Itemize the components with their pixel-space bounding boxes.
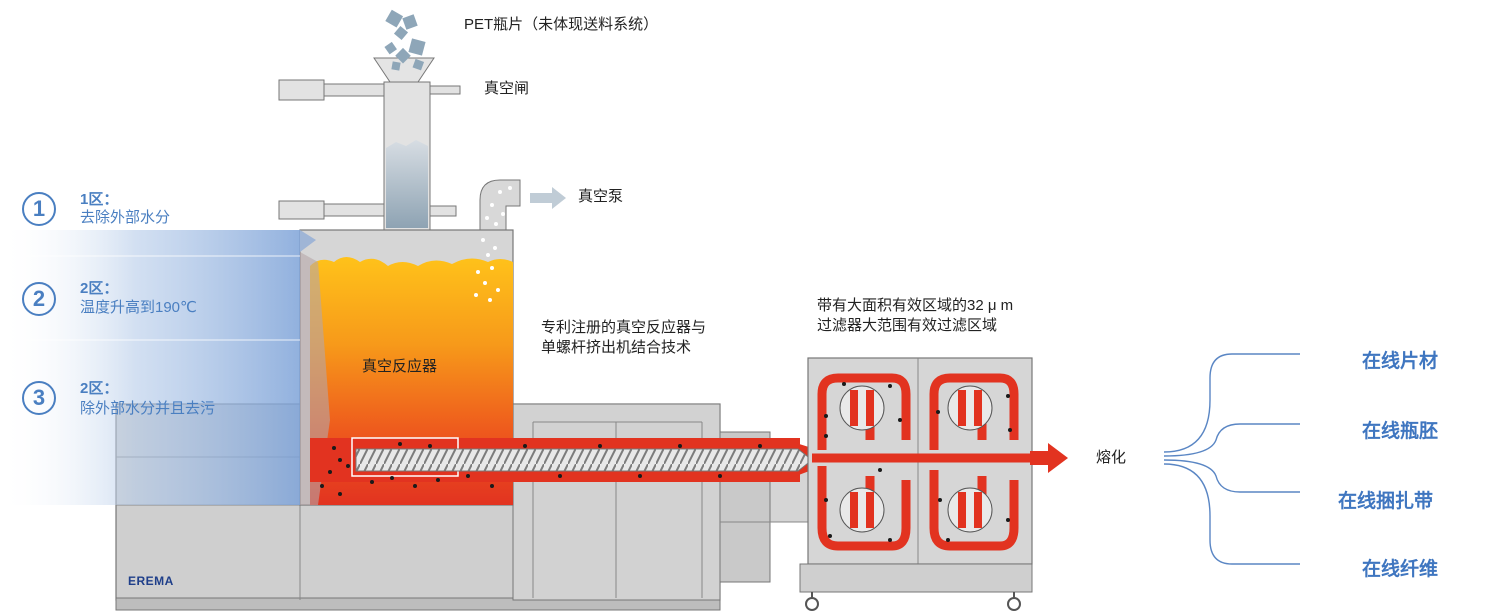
vacuum-pump-label: 真空泵: [578, 188, 624, 205]
application-preform: 在线瓶胚: [1362, 421, 1439, 442]
filter-label-line2: 过滤器大范围有效过滤区域: [817, 317, 998, 334]
zone-2-desc: 温度升高到190℃: [80, 299, 197, 316]
zone-1-title: 1区：: [80, 191, 119, 208]
erema-logo: EREMA: [128, 574, 174, 588]
zone-2-title: 2区：: [80, 280, 119, 297]
feed-chute: [278, 57, 461, 231]
zone-3-number-icon: 3: [22, 381, 56, 415]
zone-2-number-icon: 2: [22, 282, 56, 316]
application-sheet: 在线片材: [1362, 351, 1439, 372]
filter-label-line1: 带有大面积有效区域的32 μ m: [817, 297, 1014, 314]
zone-shading: [0, 230, 300, 505]
application-fiber: 在线纤维: [1362, 559, 1439, 580]
filter-unit: [799, 357, 1033, 611]
feed-label: PET瓶片（未体现送料系统）: [464, 16, 659, 33]
patent-label-line1: 专利注册的真空反应器与: [541, 319, 707, 336]
zone-1-number-icon: 1: [22, 192, 56, 226]
patent-label-line2: 单螺杆挤出机结合技术: [541, 339, 692, 356]
vacuum-pump-arrow: [530, 187, 566, 209]
zone-1-desc: 去除外部水分: [80, 209, 171, 226]
vacuum-lock-label: 真空闸: [484, 80, 530, 97]
application-strapping: 在线捆扎带: [1338, 491, 1434, 512]
reactor-label: 真空反应器: [362, 358, 438, 375]
distribution-lines: [1163, 353, 1300, 565]
zone-3-title: 2区：: [80, 380, 119, 397]
melt-label: 熔化: [1096, 449, 1127, 466]
zone-3-desc: 除外部水分并且去污: [80, 400, 216, 417]
melt-output-arrow: [1030, 443, 1068, 473]
vacuum-pump-pipe: [479, 179, 521, 233]
melt-channel: [310, 437, 813, 496]
